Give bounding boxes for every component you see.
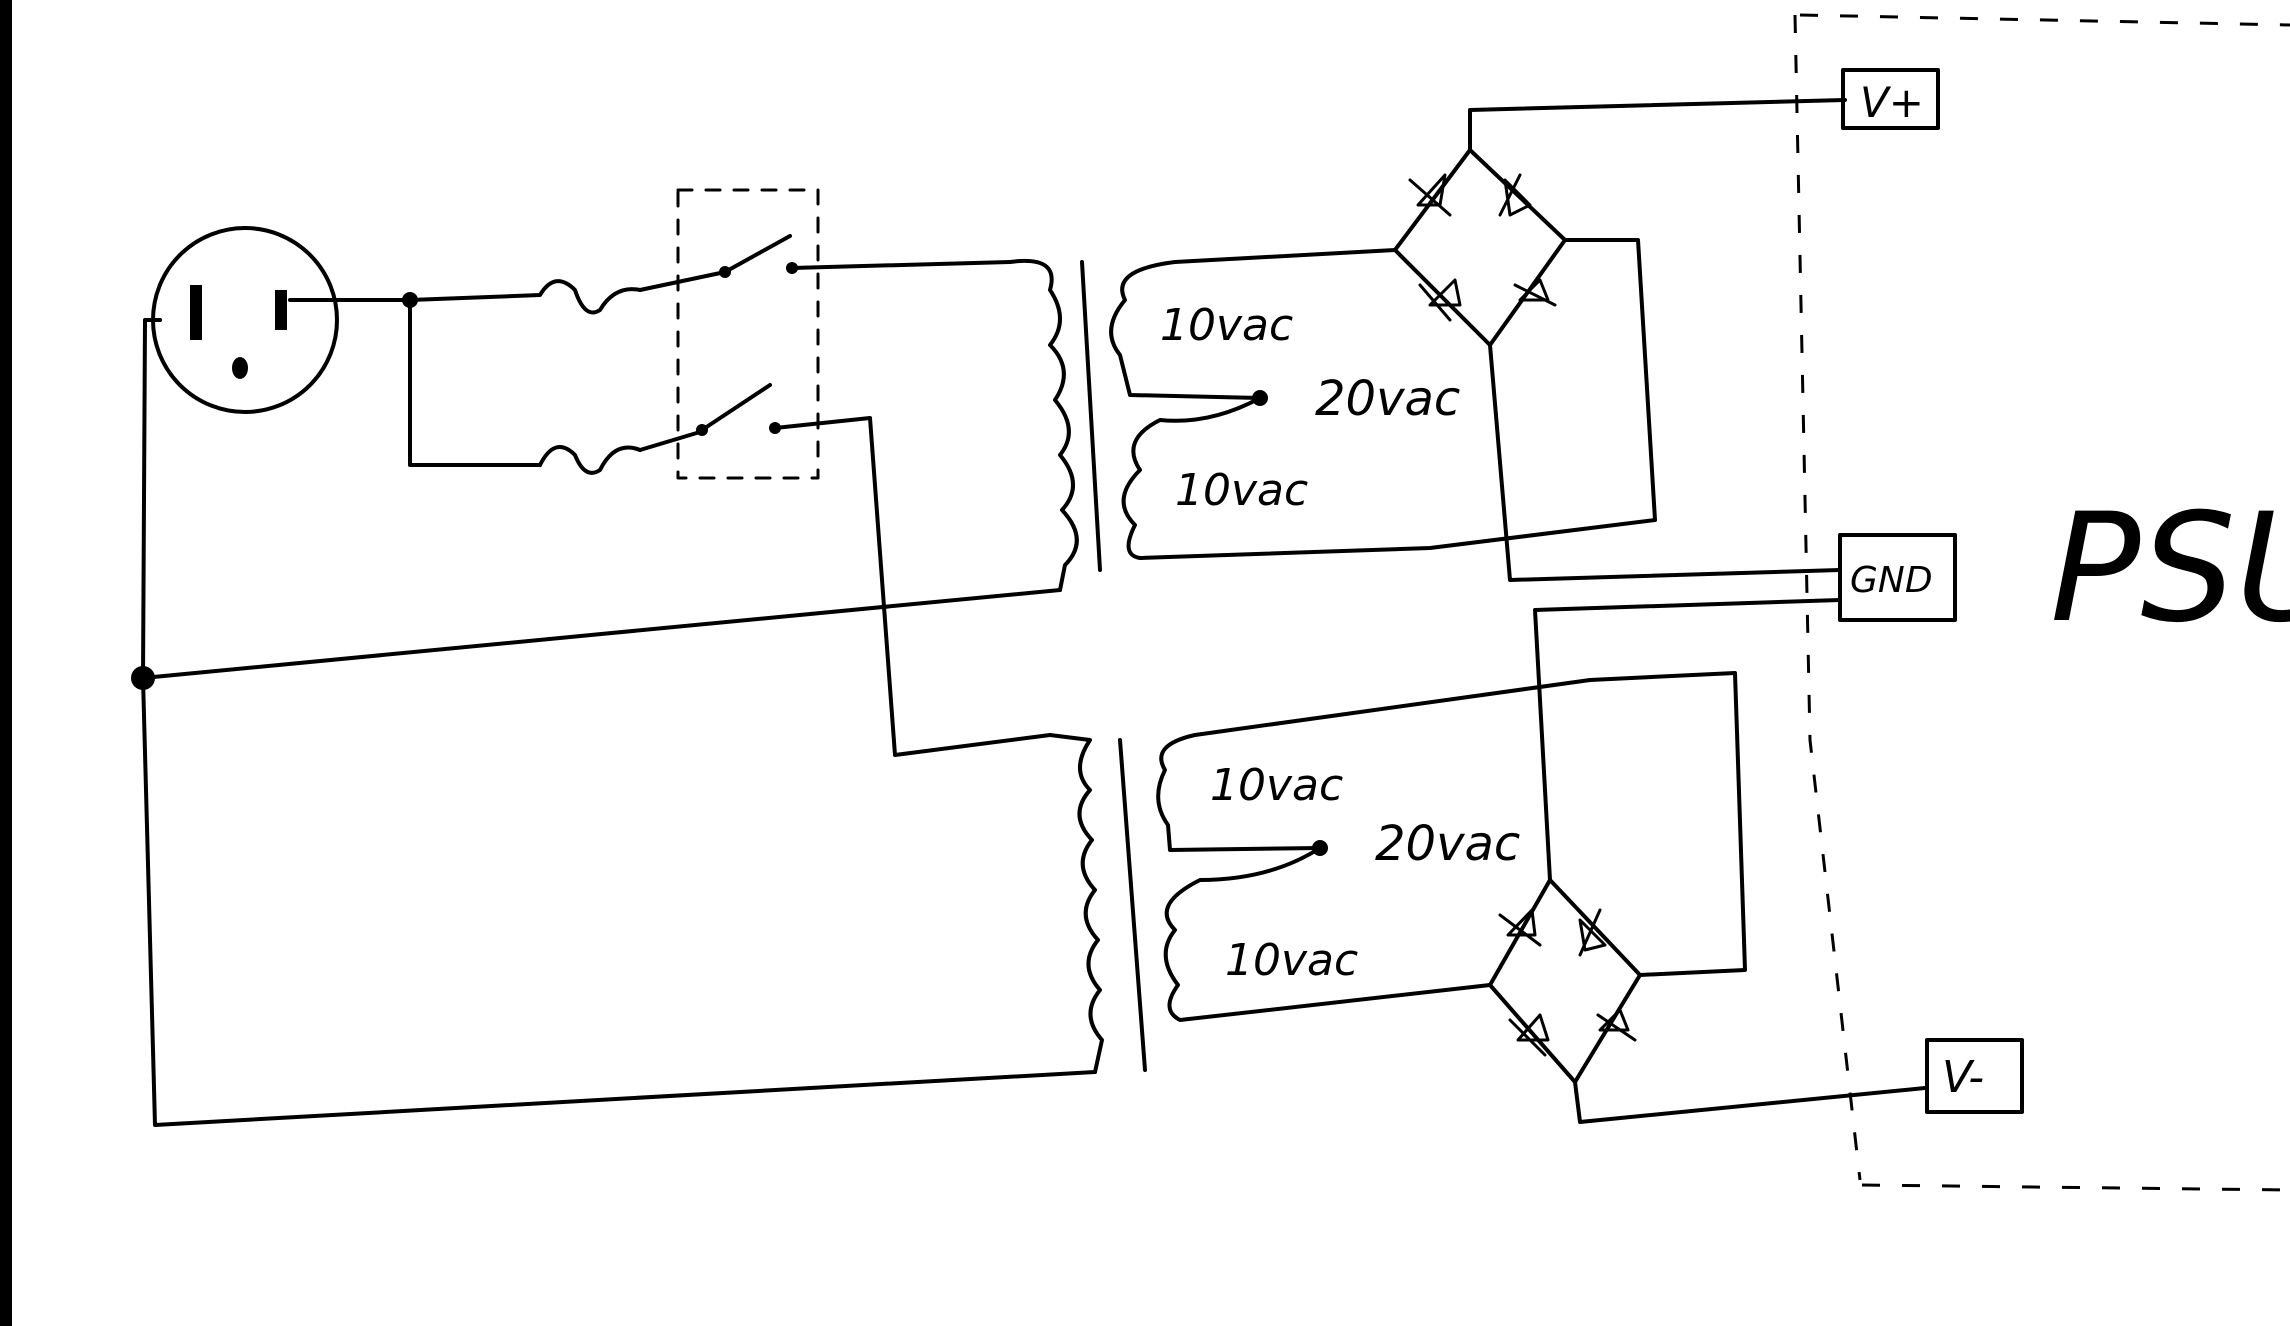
fuse-1-icon xyxy=(408,279,642,315)
top-upper-winding-label: 10vac xyxy=(1160,300,1293,351)
transformer-bottom xyxy=(1048,671,1747,1074)
terminal-vminus-label: V- xyxy=(1942,1052,1984,1103)
terminal-vminus: V- xyxy=(1925,1038,2024,1114)
diode-icon xyxy=(1578,908,1607,957)
fuse-2-icon xyxy=(538,445,642,475)
bottom-upper-winding-label: 10vac xyxy=(1210,760,1343,811)
diode-icon xyxy=(1498,173,1532,217)
top-lower-winding-label: 10vac xyxy=(1175,465,1308,516)
psu-label: PSU xyxy=(2050,482,2290,656)
transformer-top xyxy=(1008,238,1657,592)
terminal-vplus: V+ xyxy=(1841,68,1940,130)
diode-icon xyxy=(1408,173,1452,217)
diode-icon xyxy=(1596,1008,1637,1042)
terminal-gnd: GND xyxy=(1838,533,1957,622)
psu-enclosure xyxy=(1793,13,2290,1192)
diode-icon xyxy=(1498,908,1542,947)
diode-icon xyxy=(1508,1013,1550,1057)
diode-icon xyxy=(1513,278,1557,307)
bridge-rectifier-bottom xyxy=(1488,598,1927,1124)
page-edge-left xyxy=(0,0,12,1326)
bridge-rectifier-top xyxy=(1393,98,1847,582)
top-center-tap-label: 20vac xyxy=(1315,371,1460,427)
bottom-center-tap-label: 20vac xyxy=(1375,816,1520,872)
ac-outlet-icon xyxy=(151,226,339,414)
terminal-vplus-label: V+ xyxy=(1860,78,1924,127)
diode-icon xyxy=(1418,278,1462,322)
bottom-lower-winding-label: 10vac xyxy=(1225,935,1358,986)
terminal-gnd-label: GND xyxy=(1850,560,1933,601)
primary-wiring xyxy=(131,188,1097,1127)
